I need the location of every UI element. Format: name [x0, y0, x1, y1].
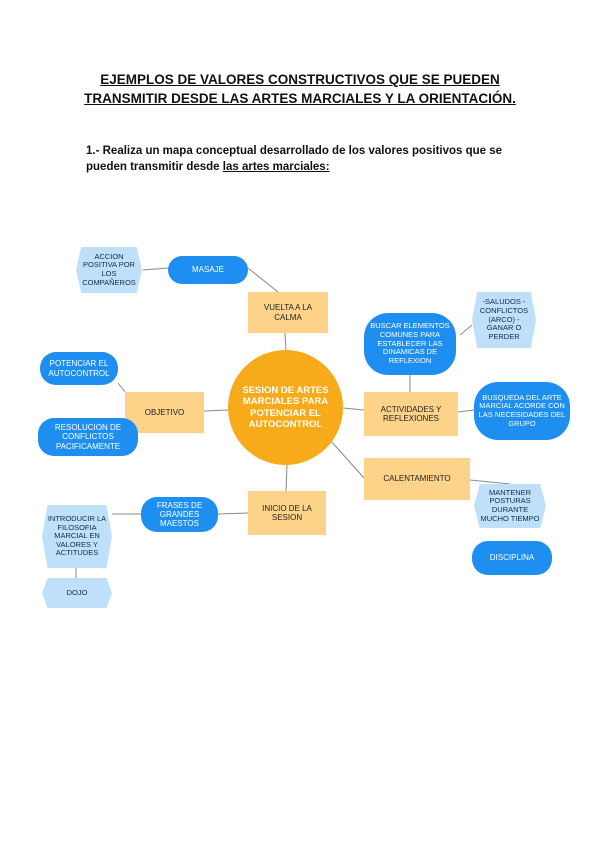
line-accion-masaje — [142, 267, 169, 271]
line-objetivo-center — [203, 409, 229, 412]
instruction-underlined: las artes marciales: — [222, 161, 330, 173]
node-introducir-filosofia: INTRODUCIR LA FILOSOFIA MARCIAL EN VALOR… — [42, 505, 112, 568]
node-inicio-sesion: INICIO DE LA SESION — [248, 491, 326, 535]
line-center-calentamiento — [329, 439, 365, 479]
node-vuelta-calma: VUELTA A LA CALMA — [248, 292, 328, 333]
line-center-actividades — [342, 407, 365, 411]
line-calentamiento-mantener — [469, 479, 511, 485]
line-vuelta-center — [284, 332, 287, 351]
line-potenciar-objetivo — [117, 382, 126, 393]
document-title: EJEMPLOS DE VALORES CONSTRUCTIVOS QUE SE… — [84, 72, 516, 106]
line-masaje-vuelta — [247, 267, 279, 293]
node-potenciar-autocontrol: POTENCIAR EL AUTOCONTROL — [40, 352, 118, 385]
line-actividades-busqueda — [457, 409, 475, 413]
node-dojo: DOJO — [42, 578, 112, 608]
instruction: 1.- Realiza un mapa conceptual desarroll… — [86, 143, 536, 175]
line-saludos-buscar — [459, 324, 473, 336]
line-center-inicio — [285, 464, 288, 492]
node-saludos: -SALUDOS -CONFLICTOS (ARCO) -GANAR O PER… — [472, 292, 536, 348]
node-mantener-posturas: MANTENER POSTURAS DURANTE MUCHO TIEMPO — [474, 484, 546, 528]
node-resolucion-conflictos: RESOLUCION DE CONFLICTOS PACIFICAMENTE — [38, 418, 138, 456]
node-actividades-reflexiones: ACTIVIDADES Y REFLEXIONES — [364, 392, 458, 436]
node-center-sesion: SESION DE ARTES MARCIALES PARA POTENCIAR… — [228, 350, 343, 465]
node-disciplina: DISCIPLINA — [472, 541, 552, 575]
node-buscar-elementos: BUSCAR ELEMENTOS COMUNES PARA ESTABLECER… — [364, 313, 456, 375]
node-busqueda-arte: BUSQUEDA DEL ARTE MARCIAL ACORDE CON LAS… — [474, 382, 570, 440]
node-calentamiento: CALENTAMIENTO — [364, 458, 470, 500]
line-frases-inicio — [217, 512, 249, 515]
node-accion-positiva: ACCION POSITIVA POR LOS COMPAÑEROS — [76, 247, 142, 293]
instruction-text: 1.- Realiza un mapa conceptual desarroll… — [86, 145, 503, 173]
node-frases-maestros: FRASES DE GRANDES MAESTOS — [141, 497, 218, 532]
node-masaje: MASAJE — [168, 256, 248, 284]
node-objetivo: OBJETIVO — [125, 392, 204, 433]
